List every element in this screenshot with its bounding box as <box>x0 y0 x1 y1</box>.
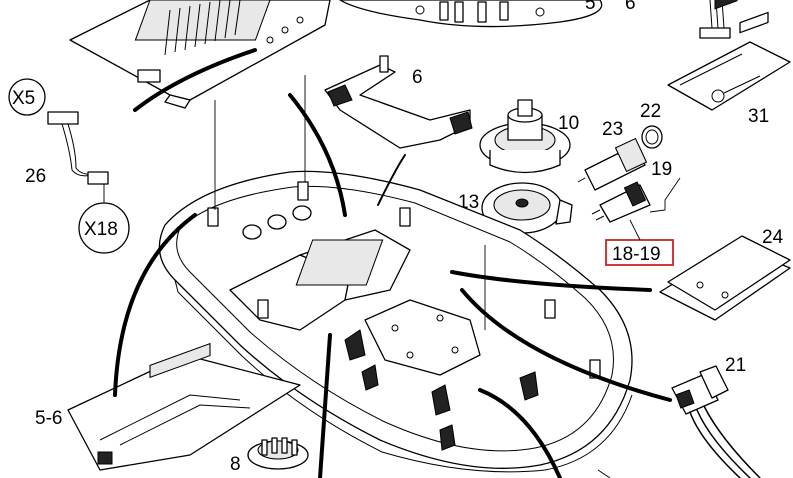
label-part-8: 8 <box>230 454 241 475</box>
label-part-26: 26 <box>25 166 46 187</box>
label-x5: X5 <box>12 88 35 109</box>
top-left-circuit-board <box>69 0 331 109</box>
connector-x5-circle <box>8 78 46 116</box>
part-8-gear <box>247 437 309 470</box>
label-part-19: 19 <box>651 159 672 180</box>
part-6-bracket <box>324 55 473 149</box>
part-31-card <box>667 41 791 111</box>
main-housing <box>158 170 633 473</box>
part-10-motor <box>479 99 571 174</box>
label-part-10: 10 <box>558 113 579 134</box>
label-part-24: 24 <box>762 227 784 248</box>
part-24-circuit-board <box>659 0 791 321</box>
part-23-sensor <box>577 137 648 191</box>
part-5-6-flat-board <box>67 342 301 471</box>
label-part-22: 22 <box>640 101 661 122</box>
part-22-ring <box>641 125 663 149</box>
assembly-guide-lines <box>113 48 672 478</box>
part-26-cable <box>47 111 109 203</box>
label-part-18-19: 18-19 <box>612 244 661 265</box>
label-part-6: 6 <box>412 67 423 88</box>
part-21-connector <box>671 365 761 478</box>
part-19-connector <box>591 181 651 223</box>
label-part-5-6: 5-6 <box>35 408 62 429</box>
label-part-5: 5 <box>585 0 596 14</box>
label-part-21: 21 <box>725 355 746 376</box>
top-round-plate <box>339 0 603 28</box>
label-x18: X18 <box>84 219 118 240</box>
label-part-23: 23 <box>602 119 623 140</box>
label-part-31: 31 <box>748 106 769 127</box>
label-part-6-top: 6 <box>625 0 636 14</box>
